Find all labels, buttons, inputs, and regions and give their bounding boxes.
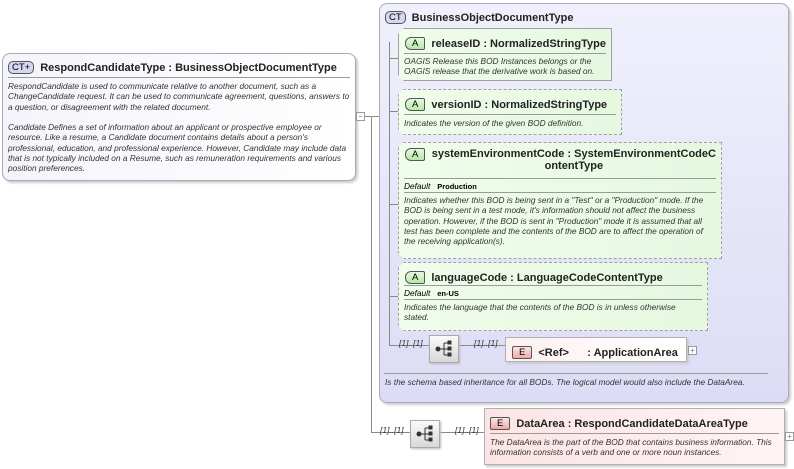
collapse-icon[interactable]: − [356,112,365,121]
attribute-description: OAGIS Release this BOD Instances belongs… [404,56,595,77]
element-icon: E [512,346,533,359]
default-value: en-US [437,289,459,298]
element-description: The DataArea is the part of the BOD that… [490,437,772,458]
expand-icon[interactable]: + [785,432,794,441]
attribute-icon: A [405,148,425,161]
complex-type-icon: CT [385,11,406,24]
attribute-icon: A [405,37,425,50]
attribute-description: Indicates the language that the contents… [404,302,676,323]
root-description-2: Candidate Defines a set of information a… [8,122,347,174]
attribute-description: Indicates whether this BOD is being sent… [404,195,704,247]
base-description: Is the schema based inheritance for all … [385,377,745,387]
element-title: DataArea : RespondCandidateDataAreaType [516,418,748,430]
attribute-title: versionID : NormalizedStringType [431,99,608,111]
root-complex-type[interactable]: CT+ RespondCandidateType : BusinessObject… [2,53,356,181]
root-title-row: CT+ RespondCandidateType : BusinessObject… [8,58,337,76]
base-title: BusinessObjectDocumentType [411,12,574,24]
element-dataarea[interactable]: E DataArea : RespondCandidateDataAreaType… [484,408,785,465]
attribute-title: releaseID : NormalizedStringType [431,38,606,50]
sequence-icon[interactable] [410,420,440,448]
attribute-icon: A [405,271,425,284]
element-multiplicity: [1]..[1] [474,338,498,348]
attribute-title: languageCode : LanguageCodeContentType [431,272,663,284]
complex-type-extension-icon: CT+ [8,61,35,74]
element-icon: E [490,417,511,430]
default-label: Default [404,181,431,191]
element-multiplicity: [1]..[1] [455,425,479,435]
sequence-icon[interactable] [429,335,459,363]
sequence-multiplicity: [1]..[1] [380,425,404,435]
root-title: RespondCandidateType : BusinessObjectDoc… [40,62,337,74]
attribute-icon: A [405,98,425,111]
expand-icon[interactable]: + [688,346,697,355]
default-value: Production [437,182,477,191]
root-description-1: RespondCandidate is used to communicate … [8,81,350,112]
attribute-description: Indicates the version of the given BOD d… [404,118,584,128]
default-label: Default [404,288,431,298]
element-title: <Ref> : ApplicationArea [538,347,678,359]
attribute-title: systemEnvironmentCode : SystemEnvironmen… [431,148,716,172]
element-applicationarea[interactable]: E <Ref> : ApplicationArea [505,337,687,362]
sequence-multiplicity: [1]..[1] [399,338,423,348]
